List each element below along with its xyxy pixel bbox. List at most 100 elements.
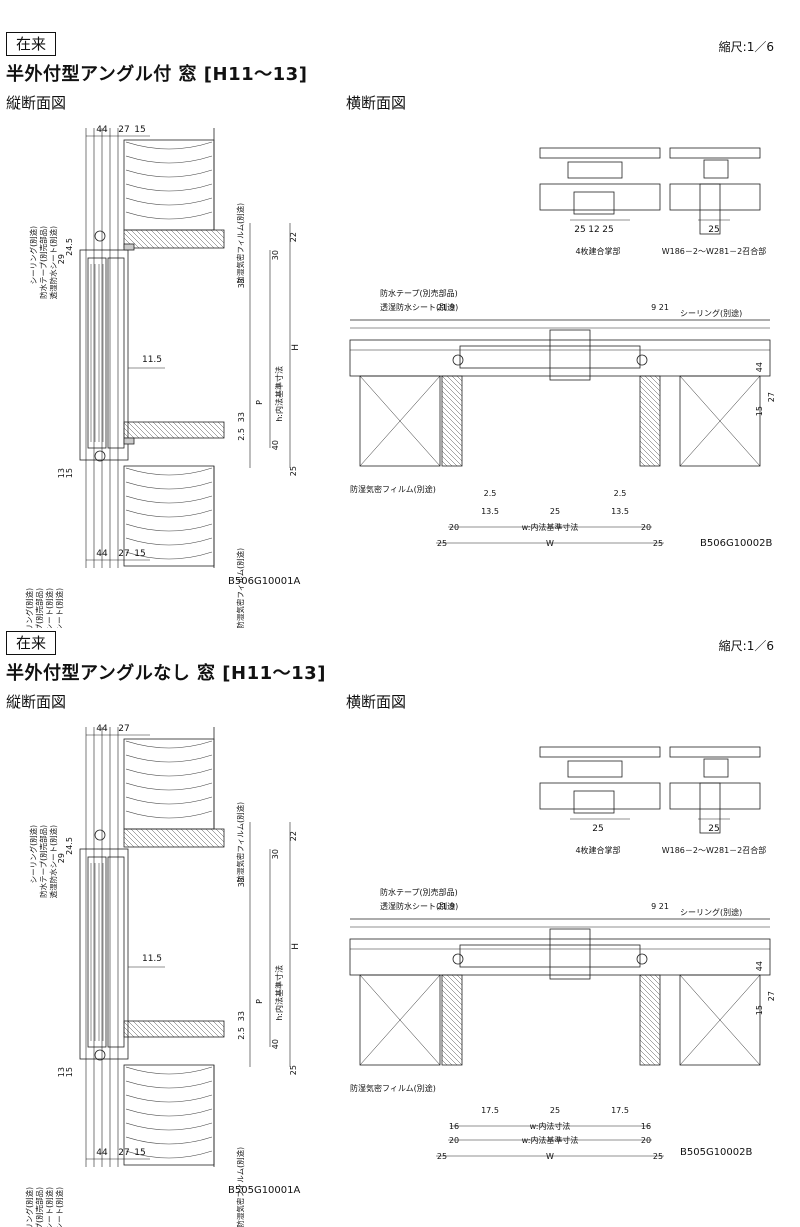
hatch-line <box>147 421 165 439</box>
detail-b-frame <box>669 147 761 159</box>
hatch-line <box>639 420 661 442</box>
insulation-curve <box>125 796 213 805</box>
hatch-line <box>456 375 463 382</box>
sealant-right <box>636 354 648 366</box>
hatch-line <box>639 1004 661 1026</box>
h-dim-top-right: 9 21 <box>651 902 669 911</box>
hatch-line <box>132 421 150 439</box>
v-dim-left: 13 <box>57 468 66 478</box>
hatch-line <box>165 828 185 848</box>
section-with-angle: 在来 縮尺:1／6 半外付型アングル付 窓 [H11～13] 縦断面図 横断面図… <box>0 28 800 628</box>
hatch-line <box>137 421 155 439</box>
hatch-line <box>177 421 195 439</box>
detail-b-dim: 25 <box>708 225 719 235</box>
hatch-line <box>441 410 463 432</box>
v-dim-P: P <box>255 400 264 405</box>
h-dim-right: 27 <box>767 392 776 402</box>
sash-inner <box>107 856 125 1048</box>
scale-label: 縮尺:1／6 <box>718 40 774 54</box>
hatch-line <box>160 229 180 249</box>
hatch-line <box>127 421 145 439</box>
hatch-line <box>639 415 661 437</box>
insulation-curve <box>125 537 213 546</box>
v-dim-right: 33 <box>237 877 246 887</box>
h-dim-bottom-b: 17.5 <box>481 1106 499 1115</box>
v-label-top: 防水テープ(別売部品) <box>38 226 48 299</box>
hatch-line <box>639 405 661 427</box>
hatch-line <box>441 994 463 1016</box>
v-dim-right: 2.5 <box>237 428 246 441</box>
hatch-line <box>187 421 205 439</box>
v-label-top: シーリング(別途) <box>28 825 38 883</box>
v-dim-left: 24.5 <box>65 238 74 256</box>
section-title: 半外付型アングル付 窓 [H11～13] <box>6 64 308 85</box>
hatch-line <box>441 999 463 1021</box>
insulation-curve <box>125 1094 213 1103</box>
v-label-bottom: シーリング(別途) <box>24 588 34 628</box>
insulation-top-pattern <box>125 740 213 819</box>
detail-a-caption: 4枚建合掌部 <box>575 246 620 256</box>
hatch-line <box>192 421 210 439</box>
hatch-line <box>441 979 463 1001</box>
v-dim-right: 2.5 <box>237 1027 246 1040</box>
hatch-line <box>172 421 190 439</box>
angle-top <box>123 243 135 251</box>
detail-b-meeting <box>703 159 729 179</box>
section-without-angle: 在来 縮尺:1／6 半外付型アングルなし 窓 [H11～13] 縦断面図 横断面… <box>0 627 800 1227</box>
hatch-line <box>142 1020 160 1038</box>
insulation-curve <box>125 1066 213 1075</box>
hatch-line <box>162 421 180 439</box>
stud <box>359 974 441 1066</box>
vertical-section-label: 縦断面図 <box>6 693 67 711</box>
detail-a-meeting <box>567 760 623 778</box>
v-label-bottom: 先張防水シート(別途) <box>44 1187 54 1227</box>
sealant-bottom <box>94 1049 106 1061</box>
sash-outer <box>87 856 107 1048</box>
hatch-line <box>123 836 135 848</box>
hatch-line <box>132 1020 150 1038</box>
hatch-line <box>441 455 453 467</box>
hatch-line <box>441 1019 463 1041</box>
hatch-line <box>170 229 190 249</box>
hatch-line <box>441 380 463 402</box>
hatch-line <box>197 1020 215 1038</box>
hatch-line <box>195 828 215 848</box>
hatch-line <box>210 828 225 843</box>
insulation-curve <box>125 467 213 476</box>
insulation-curve <box>125 155 213 164</box>
hatch-line <box>123 831 140 848</box>
hatch-line <box>441 420 463 442</box>
detail-a-frame <box>539 746 661 758</box>
stud <box>679 974 761 1066</box>
v-label-top: 防水テープ(別売部品) <box>38 825 48 898</box>
window-frame-h <box>459 345 641 369</box>
hatch-line <box>441 385 463 407</box>
h-dim-row2: 20 <box>449 1136 459 1145</box>
h-dim-right: 44 <box>755 961 764 971</box>
hatch-line <box>210 229 225 244</box>
hatch-line <box>200 229 220 249</box>
hatch-line <box>155 828 175 848</box>
hatch-line <box>441 425 463 447</box>
sealant-top <box>94 829 106 841</box>
insulation-bottom-pattern <box>125 1066 213 1159</box>
insulation-curve <box>125 1080 213 1089</box>
hatch-line <box>639 395 661 417</box>
h-dim-row3: 25 <box>653 539 663 548</box>
hatch-line <box>451 375 463 387</box>
sill-board <box>123 421 225 439</box>
h-dim-bottom-b: 17.5 <box>611 1106 629 1115</box>
stud <box>679 375 761 467</box>
hatch-line <box>441 415 463 437</box>
vertical-drawing-code: B506G10001A <box>228 576 301 587</box>
insulation-bottom-pattern <box>125 467 213 560</box>
hatch-line <box>649 375 661 387</box>
h-dim-row1: w:内法寸法 <box>530 1121 571 1131</box>
v-dim-left: 29 <box>57 254 66 264</box>
insulation-curve <box>125 810 213 819</box>
hatch-line <box>441 445 463 467</box>
detail-a-meeting <box>567 161 623 179</box>
detail-a-dim: 25 <box>602 225 613 235</box>
hatch-line <box>180 828 200 848</box>
frame-band <box>349 339 771 377</box>
